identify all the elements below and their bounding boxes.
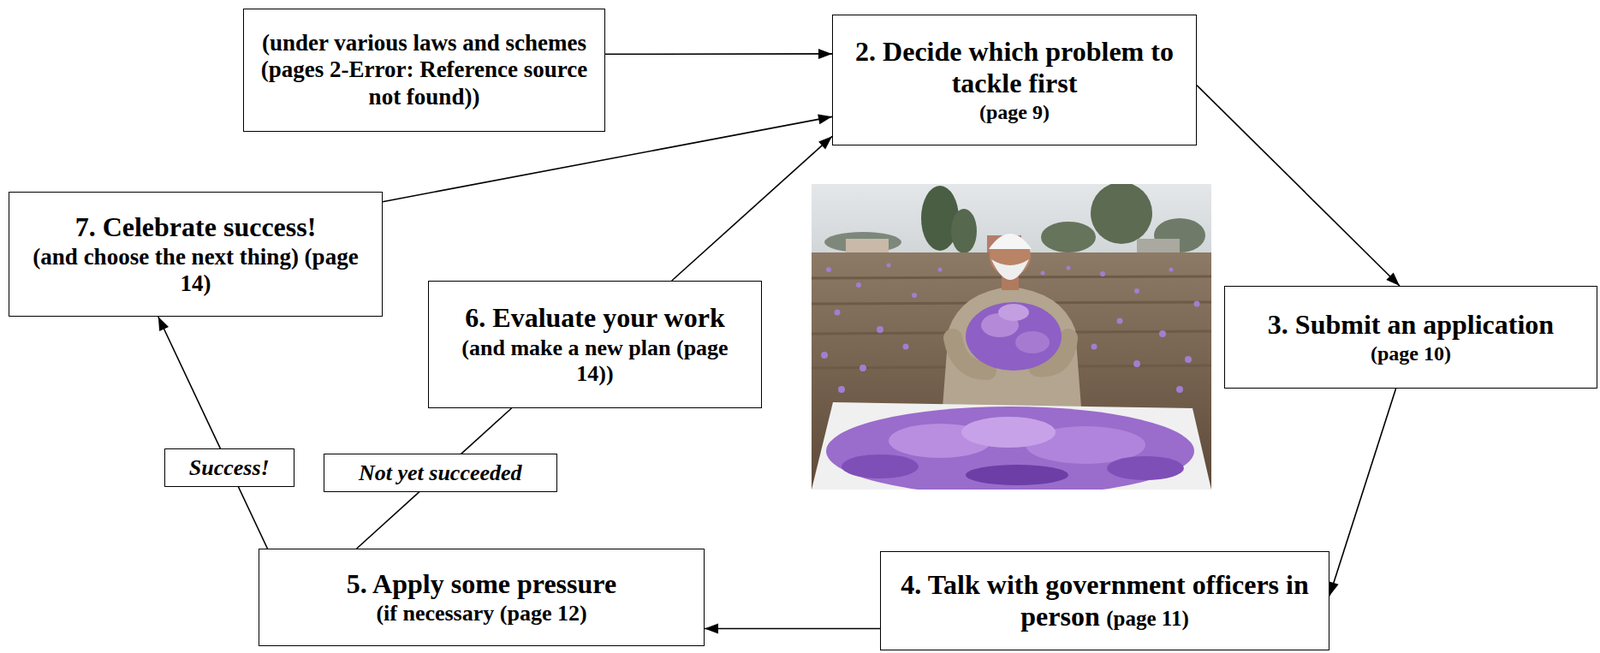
edge-label: Not yet succeeded [323, 453, 558, 493]
step-box: 5. Apply some pressure(if necessary (pag… [258, 548, 705, 647]
step-heading: 6. Evaluate your work [464, 302, 725, 334]
step-box: 2. Decide which problem to tackle first(… [832, 14, 1197, 146]
box-content: 3. Submit an application(page 10) [1267, 309, 1554, 366]
connector [605, 48, 833, 60]
arrowhead [1385, 272, 1400, 286]
box-content: 7. Celebrate success!(and choose the nex… [30, 211, 361, 298]
arrowhead [158, 316, 169, 332]
page-reference: (page 10) [1370, 342, 1452, 367]
connector [1328, 388, 1396, 596]
page-reference: (and make a new plan (page 14)) [457, 335, 732, 387]
step-box: 7. Celebrate success!(and choose the nex… [8, 191, 383, 317]
step-box: 6. Evaluate your work(and make a new pla… [428, 280, 762, 409]
step-heading: 4. Talk with government officers in pers… [900, 569, 1309, 632]
connector-line [158, 316, 268, 549]
box-content: 4. Talk with government officers in pers… [889, 569, 1321, 633]
arrowhead [818, 136, 833, 149]
step-heading: 5. Apply some pressure [346, 568, 617, 601]
connector-line [1196, 85, 1400, 286]
arrowhead [1328, 581, 1339, 596]
step-heading: (under various laws and schemes (pages 2… [252, 29, 596, 110]
connector [158, 316, 268, 549]
page-reference: (page 11) [1106, 606, 1190, 631]
box-content: 5. Apply some pressure(if necessary (pag… [346, 568, 617, 628]
connector-line [704, 628, 881, 631]
connector-line [605, 53, 833, 55]
saffron-photo [811, 184, 1212, 490]
arrowhead [704, 623, 719, 634]
arrowhead [818, 48, 833, 60]
step-box: 4. Talk with government officers in pers… [880, 551, 1330, 651]
connector-line [672, 136, 833, 281]
box-content: 6. Evaluate your work(and make a new pla… [457, 302, 732, 387]
step-heading: 2. Decide which problem to tackle first [841, 35, 1188, 100]
step-heading: 3. Submit an application [1267, 309, 1554, 341]
edge-label: Success! [164, 448, 295, 488]
step-heading: 7. Celebrate success! [75, 211, 317, 244]
box-content: 2. Decide which problem to tackle first(… [841, 35, 1188, 125]
note-box: (under various laws and schemes (pages 2… [243, 8, 606, 132]
arrowhead [817, 113, 833, 125]
connector-line [1329, 388, 1397, 596]
step-box: 3. Submit an application(page 10) [1224, 285, 1598, 389]
page-reference: (if necessary (page 12) [375, 600, 587, 627]
connector [672, 136, 833, 281]
connector [704, 623, 881, 634]
connector [1196, 85, 1400, 286]
page-reference: (and choose the next thing) (page 14) [30, 243, 361, 298]
box-content: (under various laws and schemes (pages 2… [252, 29, 596, 110]
page-reference: (page 9) [979, 101, 1050, 125]
